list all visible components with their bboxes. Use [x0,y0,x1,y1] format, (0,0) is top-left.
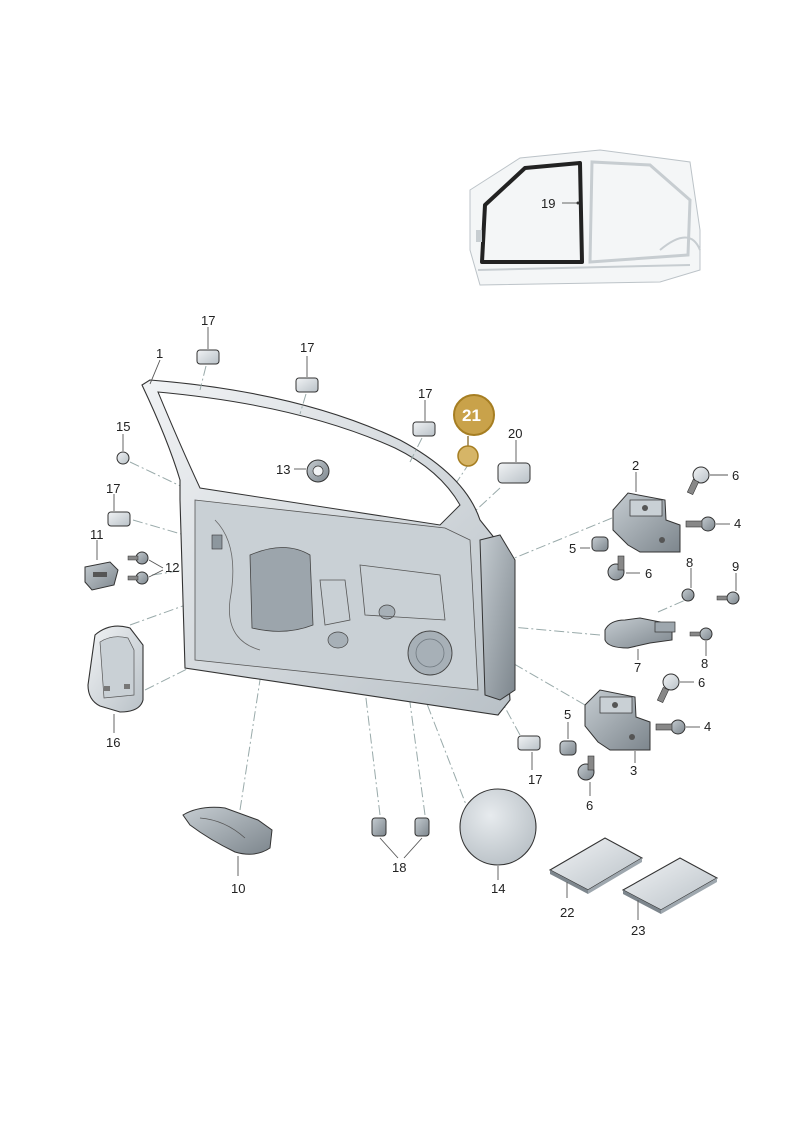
seal-pad-20: 20 [497,426,531,484]
bolt-6a: 6 [686,466,739,496]
callout-13: 13 [276,462,290,477]
door-shell-1: 1 [141,346,516,716]
callout-14: 14 [491,881,505,896]
callout-17d: 17 [106,481,120,496]
callout-4b: 4 [704,719,711,734]
cap-5a: 5 [569,536,609,556]
door-aperture [249,547,314,632]
callout-2: 2 [632,458,639,473]
seal-pad-17d: 17 [106,481,131,527]
damping-sheet-22: 22 [548,837,644,920]
upper-hinge-2: 2 [612,458,681,553]
callout-11: 11 [90,527,104,542]
seal-pad-17c: 17 [409,386,436,463]
door-check-7: 7 [604,617,676,675]
seal-pad-17b: 17 [295,340,319,415]
bolt-6d: 6 [577,755,595,813]
callout-4a: 4 [734,516,741,531]
screw-8a: 8 [681,555,695,602]
callout-20: 20 [508,426,522,441]
callout-5b: 5 [564,707,571,722]
callout-22: 22 [560,905,574,920]
clips-18: 18 [371,817,430,875]
bolt-4b: 4 [655,719,711,735]
seal-pad-17e: 17 [517,735,542,787]
callout-5a: 5 [569,541,576,556]
door-speaker-aperture [407,630,453,676]
callout-10: 10 [231,881,245,896]
bolt-4a: 4 [685,516,741,532]
screws-12: 12 [127,551,179,585]
callout-21: 21 [462,406,481,425]
bolt-6c: 6 [656,673,705,704]
callout-17c: 17 [418,386,432,401]
callout-8b: 8 [701,656,708,671]
callout-16: 16 [106,735,120,750]
bracket-10: 10 [182,806,273,896]
screw-8b: 8 [689,627,713,671]
callout-3: 3 [630,763,637,778]
callout-8a: 8 [686,555,693,570]
screw-9: 9 [716,559,740,605]
plug-13: 13 [276,459,330,483]
lower-hinge-3: 3 [584,689,651,778]
callout-17b: 17 [300,340,314,355]
cover-16: 16 [87,625,144,750]
film-14: 14 [459,788,537,896]
callout-17a: 17 [201,313,215,328]
callout-1: 1 [156,346,163,361]
callout-17e: 17 [528,772,542,787]
door-seal-19 [480,161,584,264]
callout-19: 19 [541,196,555,211]
callout-18: 18 [392,860,406,875]
car-body-inset: 19 [469,149,701,286]
callout-7: 7 [634,660,641,675]
callout-15: 15 [116,419,130,434]
grommet-15: 15 [116,419,130,465]
callout-6d: 6 [586,798,593,813]
callout-6c: 6 [698,675,705,690]
callout-6b: 6 [645,566,652,581]
cap-5b: 5 [559,707,577,756]
damping-sheet-23: 23 [621,857,719,938]
highlighted-part-21[interactable]: 21 [453,394,495,467]
bolt-6b: 6 [607,555,652,581]
callout-6a: 6 [732,468,739,483]
callout-12: 12 [165,560,179,575]
seal-plug-21 [457,445,479,467]
callout-9: 9 [732,559,739,574]
lock-striker-11: 11 [84,527,119,591]
callout-23: 23 [631,923,645,938]
seal-pad-17a: 17 [196,313,220,391]
